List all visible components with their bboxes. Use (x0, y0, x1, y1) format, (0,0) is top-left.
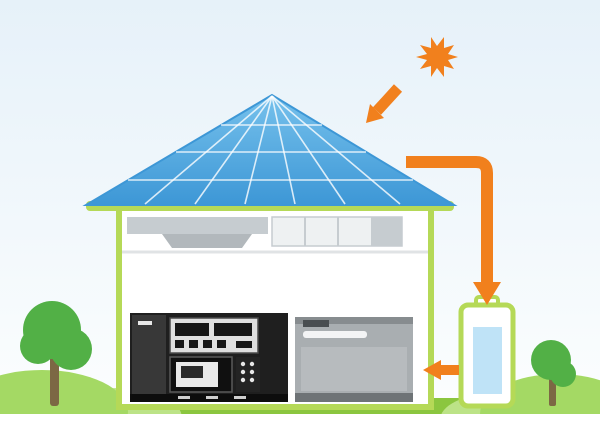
arrow-shaft (406, 156, 493, 284)
panel-line (271, 95, 296, 205)
display-key (203, 340, 212, 348)
panel-line (244, 95, 273, 205)
sunlight-to-roof-arrow-icon (366, 84, 403, 123)
panel-line (194, 95, 273, 205)
arrow-head (366, 104, 384, 123)
kitchen-display-panel (169, 317, 259, 354)
kitchen-unit (130, 313, 288, 402)
arrow-head (473, 282, 501, 305)
right-tree (531, 340, 576, 406)
arrow-head (423, 360, 441, 380)
microwave-window-glass (181, 366, 203, 378)
window-pane-left (127, 217, 268, 234)
microwave-button (240, 377, 246, 383)
tree-crown (550, 361, 576, 387)
second-floor-windows (127, 216, 403, 248)
microwave-button (249, 377, 255, 383)
drawer-handle (206, 396, 218, 399)
microwave-button-panel (236, 357, 260, 392)
microwave-button (240, 361, 246, 367)
microwave-button (249, 361, 255, 367)
display-key (217, 340, 226, 348)
drawer-handle (178, 396, 190, 399)
panel-line (271, 95, 401, 205)
kitchen-unit-side-panel (132, 315, 166, 400)
roof-to-battery-arrow-icon (406, 156, 501, 305)
microwave-button (249, 369, 255, 375)
tree-trunk (50, 352, 59, 406)
dishwasher-handle (303, 331, 367, 338)
tree-crown (50, 328, 92, 370)
dishwasher (295, 317, 413, 402)
storage-battery (458, 295, 516, 409)
house-body (116, 205, 434, 410)
dishwasher-top-band (295, 317, 413, 324)
dishwasher-base (295, 393, 413, 402)
display-screen (175, 323, 209, 336)
window-pane-right (371, 217, 402, 246)
battery-to-appliances-arrow-icon (423, 360, 459, 380)
sun-icon (416, 37, 458, 77)
display-key-wide (236, 341, 252, 348)
panel-line (144, 95, 273, 205)
display-screen (214, 323, 252, 336)
display-key (189, 340, 198, 348)
microwave-button (240, 369, 246, 375)
bottom-margin (0, 414, 600, 429)
dishwasher-door (301, 347, 407, 391)
solar-panel-grid (128, 95, 413, 205)
roof-face (82, 93, 458, 206)
left-tree (20, 301, 92, 406)
tree-crown (20, 328, 56, 364)
dishwasher-control-slot (303, 320, 329, 327)
battery-cell (473, 327, 502, 394)
solar-panel-roof (82, 93, 458, 206)
drawer-handle (234, 396, 246, 399)
panel-line (271, 95, 346, 205)
display-key (175, 340, 184, 348)
arrow-shaft (372, 84, 403, 115)
kitchen-unit-handle (138, 321, 152, 325)
range-hood (162, 234, 252, 248)
microwave-oven (169, 356, 260, 393)
